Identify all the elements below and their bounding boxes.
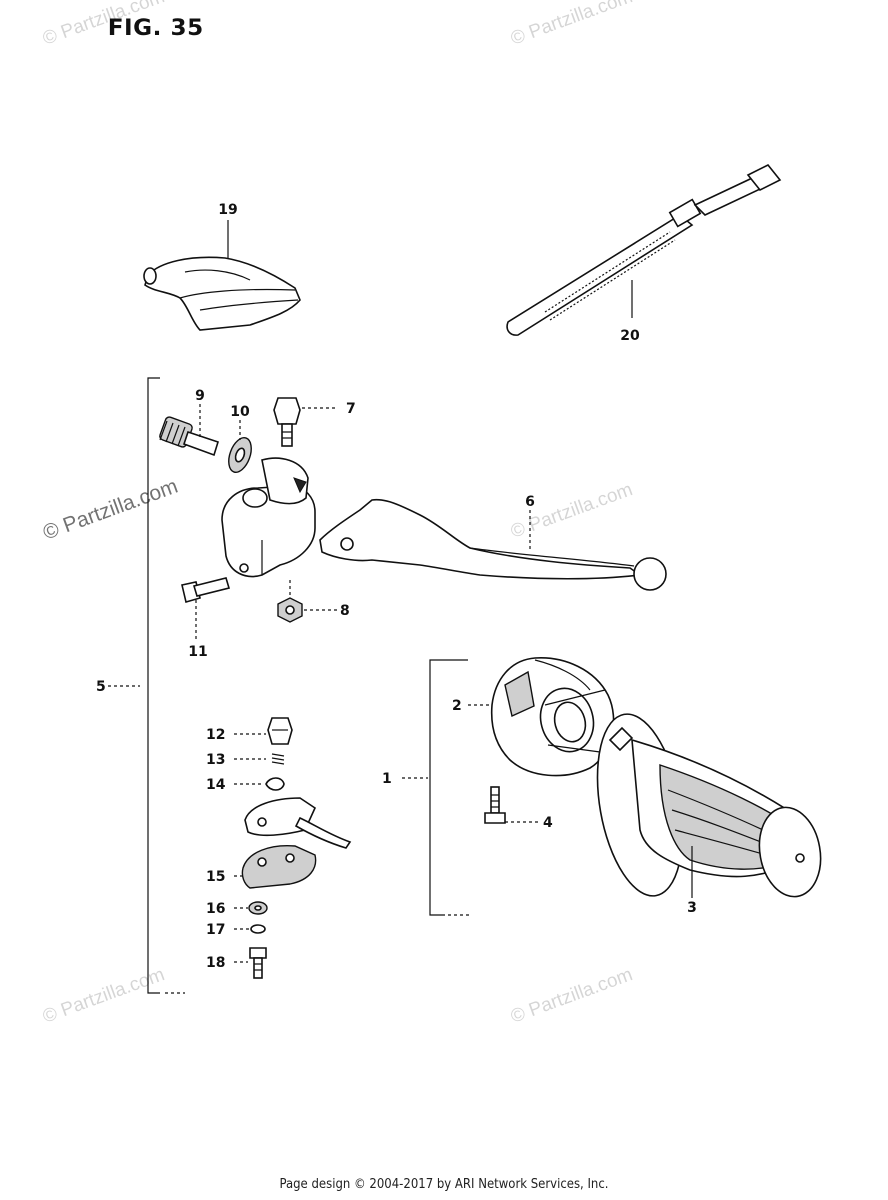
part-15-switch-block [241,845,317,889]
callout-labels: 19 20 9 10 7 6 8 11 5 2 1 4 3 12 13 14 1… [96,202,697,971]
part-13-spring [271,753,285,765]
part-1-throttle-grip-assembly [429,657,822,916]
part-14-clip [265,777,285,791]
part-16-washer [248,901,268,915]
callout-10: 10 [230,404,250,420]
callout-8: 8 [340,603,350,619]
part-2-throttle-housing [490,657,615,777]
leader-lines [108,220,693,963]
callout-14: 14 [206,777,226,793]
callout-17: 17 [206,922,225,938]
part-3-grip [596,713,822,898]
part-7-pivot-bolt [273,397,301,447]
callout-6: 6 [525,494,535,510]
copyright-footer: Page design © 2004-2017 by ARI Network S… [279,1177,609,1192]
callout-18: 18 [206,955,225,971]
part-17-lock-washer [250,924,266,934]
callout-4: 4 [543,815,553,831]
callout-2: 2 [452,698,462,714]
callout-1: 1 [382,771,392,787]
part-12-screw [267,717,293,745]
part-5-lever-assembly [147,377,667,994]
part-4-screw [484,786,506,824]
callout-11: 11 [188,644,207,660]
figure-title: FIG. 35 [107,16,204,41]
part-18-screw [249,947,267,979]
callout-20: 20 [620,328,640,344]
callout-15: 15 [206,869,225,885]
part-19-lever-cover [143,256,301,331]
callout-5: 5 [96,679,106,695]
callout-7: 7 [346,401,356,417]
part-8-nut [277,580,303,623]
part-20-cable-tie [506,163,782,336]
switch-plate-with-wire [244,797,352,849]
part-9-adjuster-bolt [159,416,219,457]
part-11-bolt [181,577,231,603]
callout-12: 12 [206,727,225,743]
part-6-lever [319,498,667,591]
callout-9: 9 [195,388,205,404]
part-10-locknut [228,437,252,473]
callout-16: 16 [206,901,225,917]
callout-13: 13 [206,752,225,768]
callout-19: 19 [218,202,237,218]
callout-3: 3 [687,900,697,916]
